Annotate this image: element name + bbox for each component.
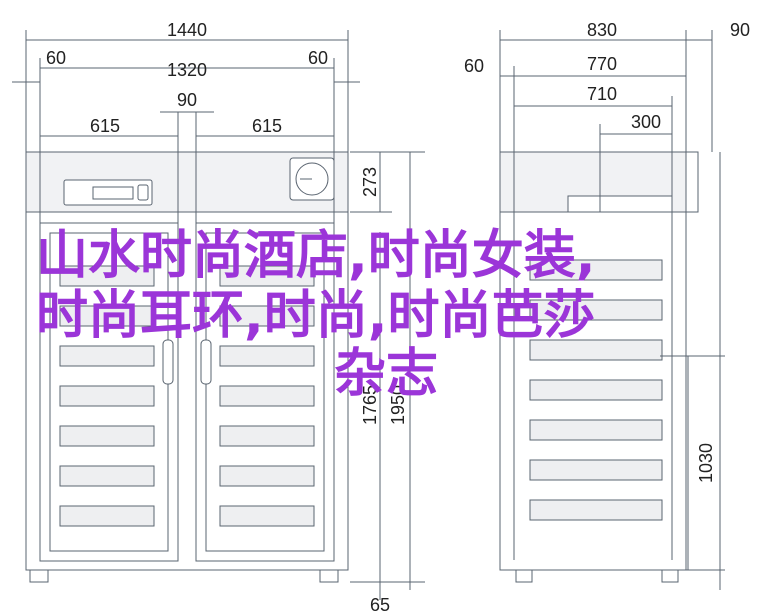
dim-depth-710: 710 [587,84,617,104]
dim-height-a: 1765 [360,385,380,425]
dim-depth-extra: 90 [730,20,750,40]
dim-door-width-left: 615 [90,116,120,136]
dim-door-width-right: 615 [252,116,282,136]
side-top-unit [567,195,673,213]
dim-inner-width: 1320 [167,60,207,80]
dim-center-gap: 90 [177,90,197,110]
dim-total-width: 1440 [167,20,207,40]
front-view: 1440 60 60 1320 90 615 615 273 1765 1950… [12,20,425,611]
shelves-right [219,265,315,527]
dim-panel-height: 273 [360,167,380,197]
front-dim-lines [12,30,425,600]
side-foot-right [661,569,679,583]
dim-side-gap-right: 60 [308,48,328,68]
dim-side-gap-left: 60 [46,48,66,68]
dim-depth-770: 770 [587,54,617,74]
shelves-left [59,265,155,527]
dim-depth-offset: 60 [464,56,484,76]
side-dim-lines [499,30,725,590]
side-foot-left [515,569,533,583]
dim-bottom: 65 [370,595,390,611]
dim-height-total: 1950 [388,385,408,425]
side-view: 830 90 60 770 710 300 1030 [464,20,750,590]
dim-height-side: 1030 [696,443,716,483]
front-foot-right [319,569,339,583]
handle-right [200,339,212,385]
front-foot-left [29,569,49,583]
side-shelves [529,259,663,521]
dim-depth-300: 300 [631,112,661,132]
dim-depth-total: 830 [587,20,617,40]
handle-left [162,339,174,385]
